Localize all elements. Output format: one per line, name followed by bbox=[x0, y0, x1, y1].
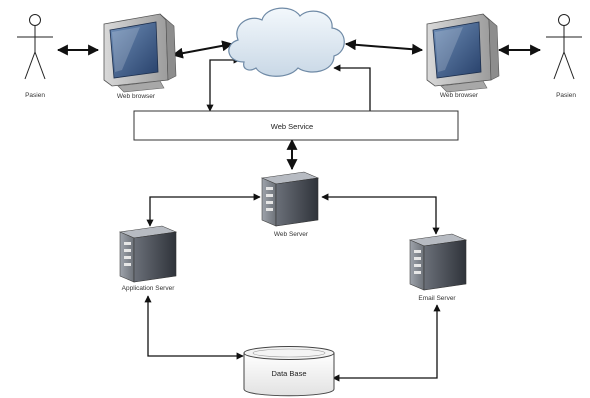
edge-webserver-appserver bbox=[146, 193, 261, 227]
edge-appserver-database bbox=[144, 295, 244, 360]
internet-cloud bbox=[228, 7, 345, 77]
web-server-label: Web Server bbox=[274, 231, 309, 238]
browser-left-label: Web browser bbox=[117, 93, 156, 100]
actor-left-head bbox=[29, 14, 41, 26]
server-app-icon bbox=[118, 225, 178, 283]
database: Data Base bbox=[243, 346, 335, 397]
browser-right-label: Web browser bbox=[440, 92, 479, 99]
edge-emailserver-database bbox=[332, 304, 441, 382]
actor-left-leg-r bbox=[34, 51, 46, 80]
monitor-left-icon bbox=[103, 13, 177, 93]
email-server-label: Email Server bbox=[418, 295, 456, 302]
edge-webserver-emailserver bbox=[321, 193, 440, 235]
actor-right-label: Pasien bbox=[556, 92, 576, 99]
actor-left-label: Pasien bbox=[25, 92, 45, 99]
web-service-label: Web Service bbox=[271, 122, 313, 131]
web-server: Web Server bbox=[260, 171, 320, 238]
cloud-icon bbox=[228, 7, 345, 77]
browser-left: Web browser bbox=[103, 13, 177, 100]
server-web-icon bbox=[260, 171, 320, 227]
web-service-box bbox=[133, 110, 459, 141]
application-server-label: Application Server bbox=[122, 285, 176, 292]
web-service: Web Service bbox=[133, 110, 459, 141]
actor-right: Pasien bbox=[546, 14, 582, 99]
actor-right-head bbox=[558, 14, 570, 26]
email-server: Email Server bbox=[408, 233, 468, 302]
application-server: Application Server bbox=[118, 225, 178, 292]
edge-webservice-cloud-right bbox=[333, 64, 374, 121]
monitor-right-icon bbox=[426, 13, 500, 93]
browser-right: Web browser bbox=[426, 13, 500, 99]
actor-right-leg-l bbox=[553, 51, 565, 80]
database-label: Data Base bbox=[271, 369, 306, 378]
edge-webservice-cloud-left bbox=[206, 56, 241, 112]
database-icon bbox=[243, 346, 335, 397]
server-email-icon bbox=[408, 233, 468, 291]
edge-cloud-right-browser bbox=[344, 39, 424, 55]
actor-right-leg-r bbox=[563, 51, 575, 80]
actor-left: Pasien bbox=[17, 14, 53, 99]
actor-left-leg-l bbox=[24, 51, 36, 80]
edge-left-browser-cloud bbox=[171, 40, 234, 59]
connectors bbox=[56, 39, 542, 382]
